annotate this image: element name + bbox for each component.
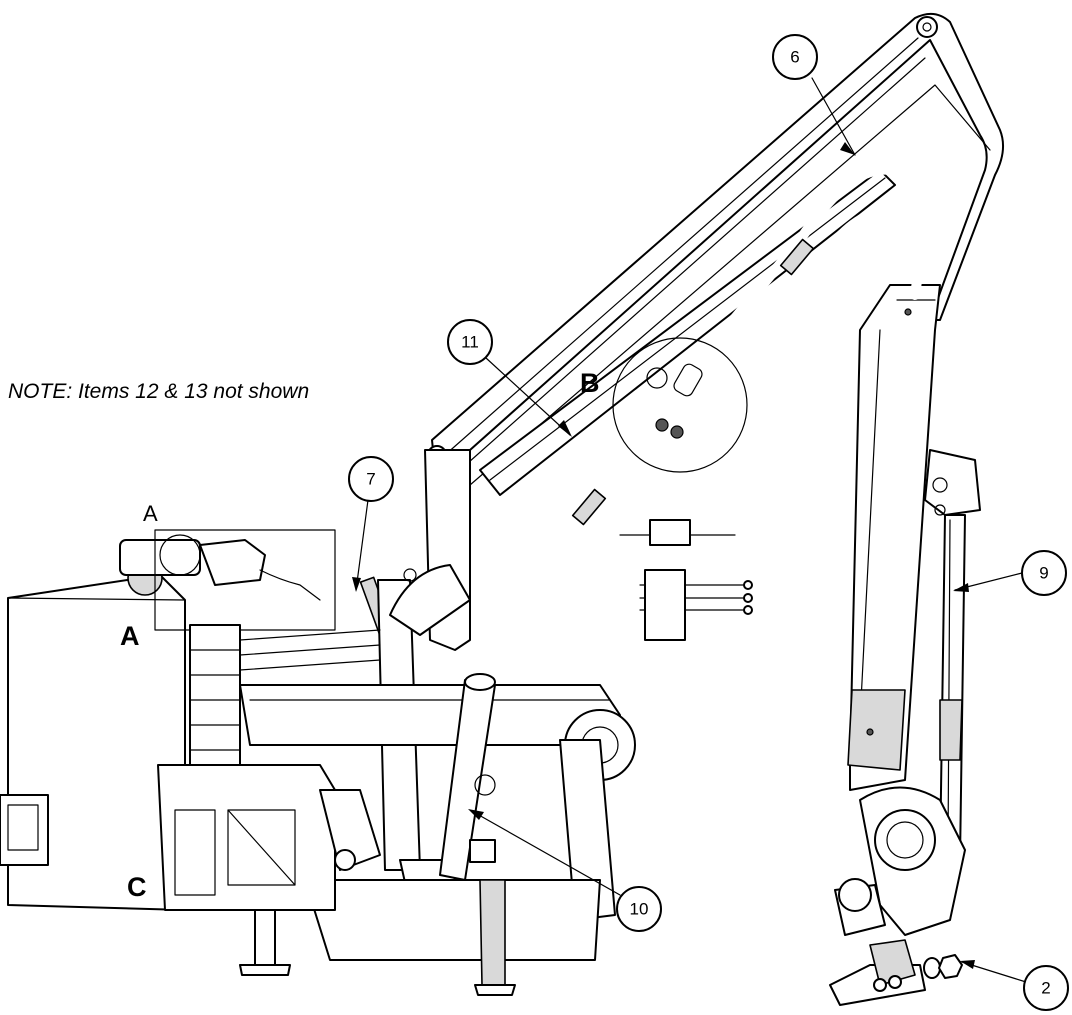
view-label-a: A xyxy=(120,621,140,651)
detail-circle-b xyxy=(612,337,748,473)
bucket-assembly xyxy=(829,786,966,1006)
callout-10-label: 10 xyxy=(630,900,649,919)
callout-10: 10 xyxy=(468,809,662,932)
callout-6-label: 6 xyxy=(790,48,799,67)
callout-7-label: 7 xyxy=(366,470,375,489)
callout-2: 2 xyxy=(960,960,1069,1011)
callout-2-label: 2 xyxy=(1041,979,1050,998)
view-label-c: C xyxy=(127,872,147,902)
callout-9-label: 9 xyxy=(1039,564,1048,583)
callout-7: 7 xyxy=(348,456,394,592)
hose-assembly xyxy=(295,164,928,644)
callout-9: 9 xyxy=(953,550,1067,596)
note-text: NOTE: Items 12 & 13 not shown xyxy=(8,380,309,403)
power-unit xyxy=(0,529,381,976)
dipper-arm xyxy=(847,284,981,861)
callout-6: 6 xyxy=(772,34,856,156)
view-label-a-small: A xyxy=(143,501,158,526)
callout-11-label: 11 xyxy=(461,333,479,352)
detail-box-a xyxy=(154,529,336,631)
detail-b-parts xyxy=(646,363,703,439)
cross-beam xyxy=(239,673,636,996)
view-label-b: B xyxy=(580,368,600,398)
callout-11: 11 xyxy=(447,319,572,437)
